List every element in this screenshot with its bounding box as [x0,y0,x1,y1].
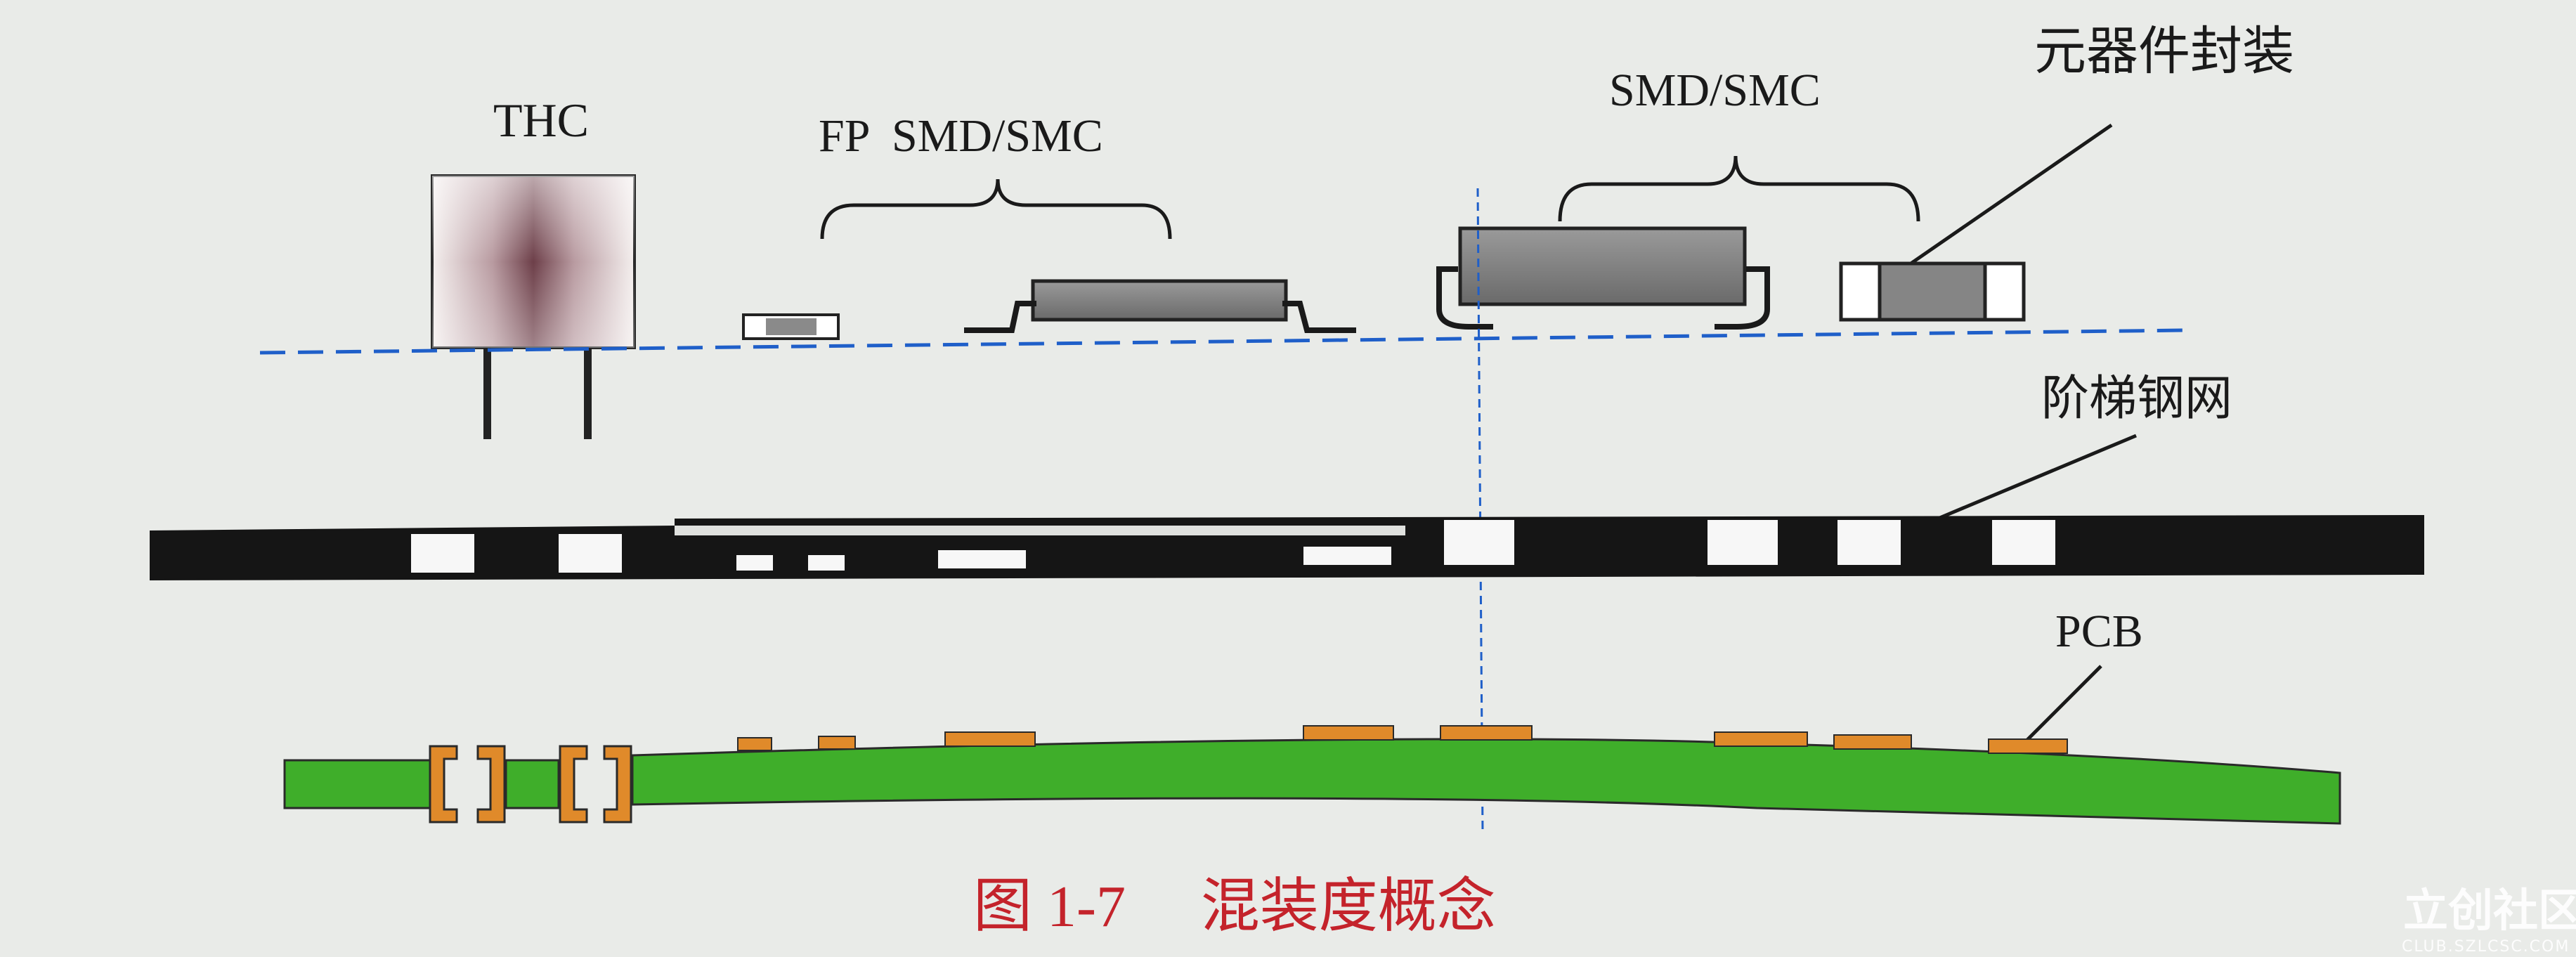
pcb-pad [818,736,856,750]
pcb-pad [737,737,772,751]
leader-step-stencil [1937,434,2137,521]
small-chip-component [742,313,840,340]
stencil-aperture [1707,520,1778,565]
package-component [1839,261,2026,322]
label-thc: THC [493,93,589,147]
gull-wing-fp-component [964,279,1356,333]
caption-number: 图 1-7 [973,874,1126,939]
step-stencil [150,515,2424,580]
brace-smd-smc-right [1558,155,1920,222]
label-fp-smd-smc: FP SMD/SMC [819,110,1103,162]
stencil-aperture [736,555,773,571]
label-pcb: PCB [2055,606,2143,657]
caption-title: 混装度概念 [1201,871,1496,940]
pcb-pad [1833,734,1912,750]
stencil-aperture [1992,520,2055,565]
watermark: 立创社区 CLUB.SZLCSC.COM [2402,885,2576,956]
thc-component [431,174,636,439]
label-component-package: 元器件封装 [2034,21,2294,82]
dashed-guide-horizontal [259,328,2186,355]
watermark-url: CLUB.SZLCSC.COM [2402,938,2570,956]
leader-pcb [2022,665,2102,745]
stencil-aperture [808,555,845,571]
stencil-aperture [1303,547,1391,565]
pcb-through-hole-pad [559,745,588,823]
figure-caption: 图 1-7 混装度概念 [973,871,1496,940]
label-step-stencil: 阶梯钢网 [2041,371,2232,427]
pcb-board [283,725,2341,825]
stencil-aperture [559,534,622,573]
stencil-aperture [1837,520,1901,565]
brace-fp-smd-smc [820,178,1172,240]
stencil-aperture [411,534,474,573]
pcb-pad [1988,738,2068,754]
leader-component-package [1906,123,2113,268]
stencil-aperture [938,550,1026,568]
large-smd-component [1436,226,1770,330]
watermark-name: 立创社区 [2403,885,2576,937]
label-smd-smc-right: SMD/SMC [1609,65,1821,116]
stencil-aperture [1444,520,1514,565]
pcb-through-hole-pad [476,745,506,823]
pcb-pad [944,731,1036,747]
pcb-through-hole-pad [603,745,632,823]
pcb-through-hole-pad [429,745,458,823]
pcb-pad [1714,731,1808,747]
pcb-pad [1303,725,1394,741]
pcb-pad [1440,725,1533,741]
